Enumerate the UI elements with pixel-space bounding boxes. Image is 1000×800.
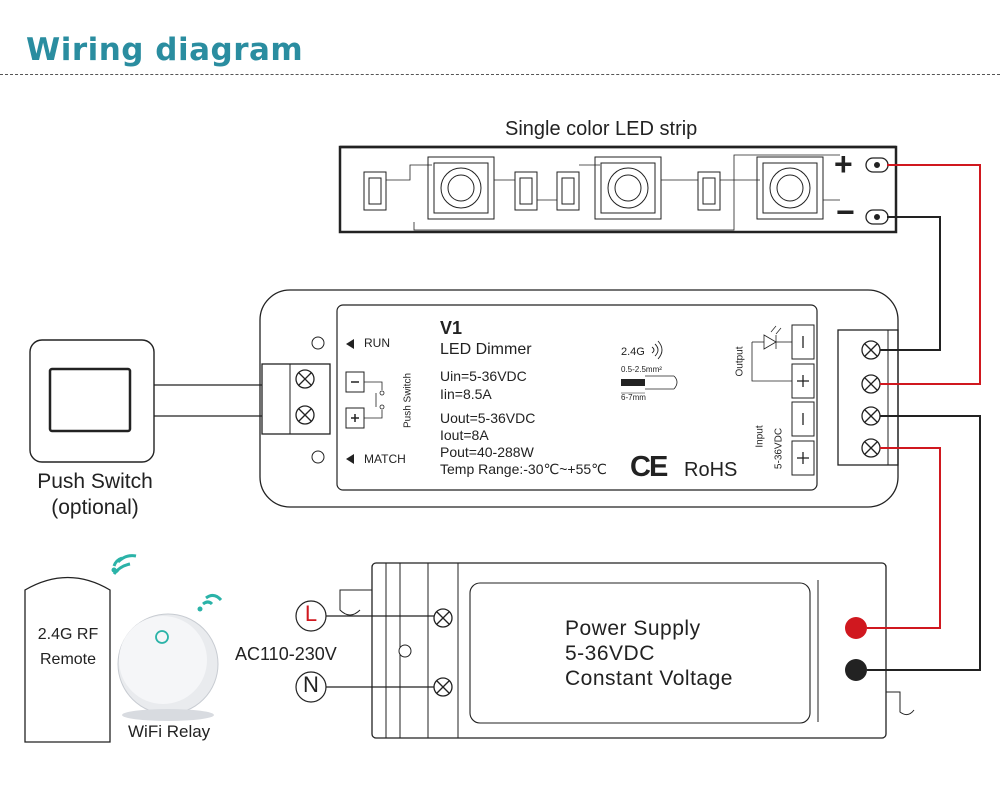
rf-remote bbox=[24, 576, 111, 743]
spec-uout: Uout=5-36VDC bbox=[440, 410, 536, 426]
push-switch-inline-label: Push Switch bbox=[402, 372, 414, 429]
red-wires bbox=[867, 164, 981, 629]
wifi-relay bbox=[117, 613, 219, 721]
led-strip-label: Single color LED strip bbox=[505, 118, 698, 140]
rohs-mark: RoHS bbox=[684, 459, 738, 481]
power-supply bbox=[339, 562, 915, 739]
black-wires bbox=[867, 216, 981, 671]
strip-minus-label: − bbox=[836, 194, 855, 230]
input-voltage-label: 5-36VDC bbox=[773, 427, 785, 470]
spec-uin: Uin=5-36VDC bbox=[440, 368, 527, 384]
power-supply-title: Power Supply bbox=[565, 617, 701, 640]
strip-length-label: 6-7mm bbox=[621, 393, 646, 402]
led-strip bbox=[338, 145, 898, 234]
input-label: Input bbox=[754, 425, 766, 448]
wifi-relay-label: WiFi Relay bbox=[128, 722, 211, 741]
dimmer-model: V1 bbox=[440, 318, 463, 338]
push-switch bbox=[29, 339, 262, 463]
power-supply-voltage: 5-36VDC bbox=[565, 642, 655, 665]
spec-iin: Iin=8.5A bbox=[440, 386, 492, 402]
spec-temp: Temp Range:-30℃~+55℃ bbox=[440, 461, 607, 477]
push-switch-optional: (optional) bbox=[51, 496, 139, 519]
ce-mark: CE bbox=[630, 451, 668, 483]
live-label: L bbox=[304, 601, 318, 626]
neutral-label: N bbox=[303, 672, 319, 697]
push-switch-label: Push Switch bbox=[37, 470, 153, 493]
led-chip bbox=[594, 156, 662, 220]
output-label: Output bbox=[734, 346, 746, 377]
wifi-icon bbox=[197, 593, 223, 612]
led-diode-icon bbox=[751, 325, 792, 382]
title-divider bbox=[0, 74, 1000, 75]
run-label: RUN bbox=[364, 336, 390, 350]
led-chip bbox=[756, 156, 824, 220]
dimmer-name: LED Dimmer bbox=[440, 341, 532, 358]
remote-label-line1: 2.4G RF bbox=[37, 626, 99, 643]
strip-plus-label: + bbox=[834, 146, 853, 182]
spec-iout: Iout=8A bbox=[440, 427, 489, 443]
match-label: MATCH bbox=[364, 452, 406, 466]
page-title: Wiring diagram bbox=[26, 32, 304, 68]
mains-wiring bbox=[295, 600, 434, 703]
spec-pout: Pout=40-288W bbox=[440, 444, 534, 460]
remote-label-line2: Remote bbox=[39, 651, 97, 668]
wifi-icon bbox=[651, 340, 663, 360]
led-dimmer bbox=[259, 289, 899, 508]
wifi-icon bbox=[111, 554, 137, 575]
rf-frequency-label: 2.4G bbox=[621, 346, 645, 358]
screw-terminal-icon bbox=[861, 340, 881, 458]
wire-gauge-label: 0.5-2.5mm² bbox=[621, 365, 662, 374]
led-chip bbox=[427, 156, 495, 220]
mains-voltage-label: AC110-230V bbox=[235, 644, 337, 664]
power-supply-type: Constant Voltage bbox=[565, 667, 733, 690]
